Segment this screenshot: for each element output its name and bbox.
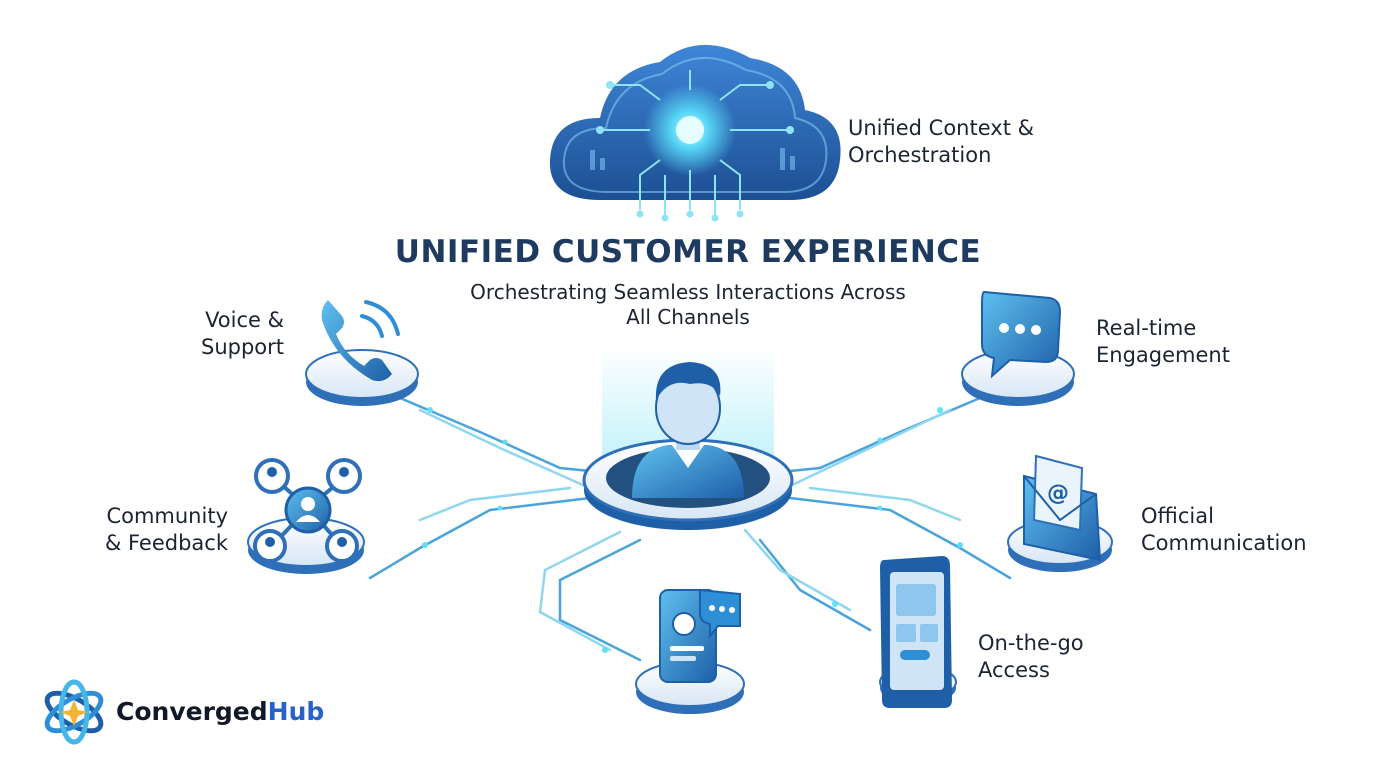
label-chat-line2: Engagement [1096,343,1230,367]
connection-lines [368,396,1012,662]
line-email [788,496,1012,580]
label-mobile-line2: Access [978,658,1050,682]
brand-logo: ConvergedHub [116,697,324,726]
email-node: @ [1007,454,1113,572]
label-chat: Real-time Engagement [1096,315,1230,369]
label-email-line1: Official [1141,504,1214,528]
social-node [635,588,745,714]
subtitle-line-2: All Channels [626,305,750,329]
line-mobile-2 [743,528,852,612]
line-chat-2 [788,408,952,488]
chat-node [961,290,1075,406]
svg-text:@: @ [1047,481,1069,506]
label-voice-line2: Support [200,335,284,359]
network-people-icon [253,458,362,563]
label-community-line1: Community [106,504,228,528]
page-subtitle: Orchestrating Seamless Interactions Acro… [0,280,1376,330]
page-title: UNIFIED CUSTOMER EXPERIENCE [394,234,982,270]
subtitle-line-1: Orchestrating Seamless Interactions Acro… [470,280,906,304]
smartphone-icon [880,556,952,708]
label-cloud-line1: Unified Context & [848,116,1034,140]
line-community [368,496,592,580]
label-mobile-line1: On-the-go [978,631,1084,655]
center-hub [582,345,794,530]
label-chat-line1: Real-time [1096,316,1197,340]
label-cloud: Unified Context & Orchestration [848,115,1034,169]
social-message-icon [659,588,741,683]
chat-bubble-icon [981,290,1062,379]
mobile-node [879,556,957,708]
label-email-line2: Communication [1141,531,1307,555]
label-community-line2: & Feedback [104,531,228,555]
line-glow-dots [422,407,963,653]
label-mobile: On-the-go Access [978,630,1084,684]
atom-logo-icon [44,679,104,745]
brand-name-part1: Converged [116,697,268,726]
line-email-2 [808,486,962,522]
label-email: Official Communication [1141,503,1307,557]
email-envelope-icon: @ [1023,454,1102,562]
line-voice [398,396,602,474]
line-mobile [758,538,872,632]
phone-icon [321,300,392,382]
label-voice: Voice & Support [170,307,284,361]
line-voice-2 [418,408,587,488]
label-community: Community & Feedback [80,503,228,557]
brand-name-part2: Hub [267,697,325,726]
line-social-2 [538,530,622,652]
customer-avatar-icon [632,362,744,498]
label-cloud-line2: Orchestration [848,143,992,167]
label-voice-line1: Voice & [205,308,284,332]
voice-node [305,300,419,406]
community-node [247,458,365,574]
line-social [558,538,642,662]
cloud-circuit-icon [549,44,841,222]
line-community-2 [418,486,572,522]
